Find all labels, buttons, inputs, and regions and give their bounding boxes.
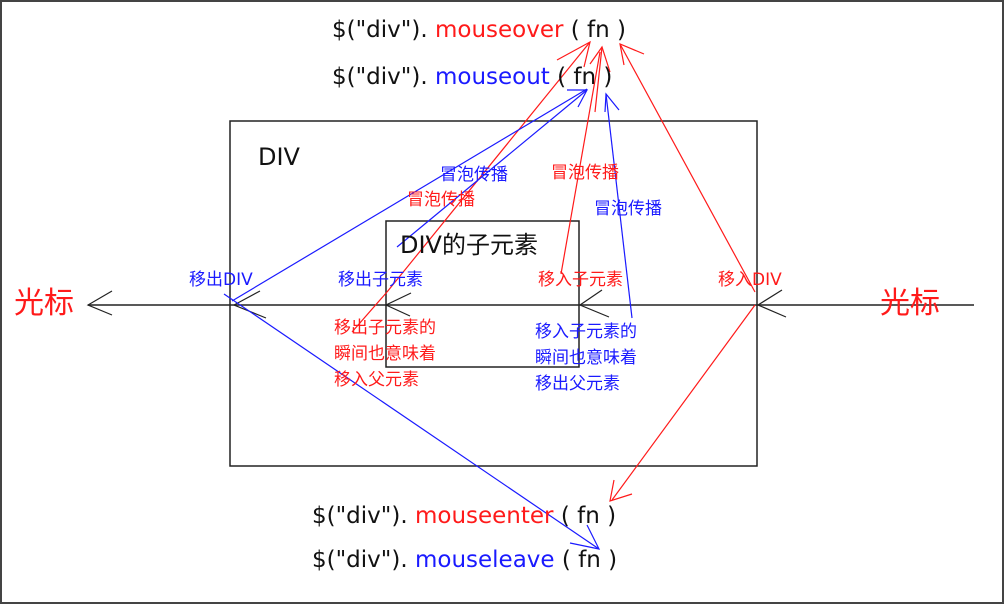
code-suffix: ( fn ) — [554, 547, 618, 573]
child-div-title: DIV的子元素 — [400, 231, 538, 259]
note-enter-child: 移入子元素的 瞬间也意味着 移出父元素 — [535, 322, 637, 394]
code-suffix: ( fn ) — [563, 17, 627, 43]
outer-div-title: DIV — [258, 143, 300, 171]
code-mouseover: $("div"). mouseover ( fn ) — [332, 19, 626, 42]
label-leave-div: 移出DIV — [189, 270, 253, 290]
bubble-label-blue-2: 冒泡传播 — [594, 199, 662, 219]
cursor-label-right: 光标 — [880, 286, 940, 321]
bubble-label-blue-1: 冒泡传播 — [440, 165, 508, 185]
code-prefix: $("div"). — [312, 547, 415, 573]
code-prefix: $("div"). — [332, 64, 435, 90]
method-mouseleave: mouseleave — [414, 547, 555, 573]
label-enter-div: 移入DIV — [718, 270, 782, 290]
code-suffix: ( fn ) — [553, 503, 617, 529]
label-enter-child: 移入子元素 — [538, 270, 623, 290]
code-mouseenter: $("div"). mouseenter ( fn ) — [312, 505, 616, 528]
blue-event-arrows — [223, 88, 633, 550]
code-prefix: $("div"). — [312, 503, 415, 529]
code-mouseleave: $("div"). mouseleave ( fn ) — [312, 549, 617, 572]
cursor-arrowheads — [86, 289, 787, 319]
code-suffix: ( fn ) — [549, 64, 613, 90]
code-mouseout: $("div"). mouseout ( fn ) — [332, 66, 612, 89]
outer-div-box — [229, 120, 758, 467]
code-prefix: $("div"). — [332, 17, 435, 43]
method-mouseout: mouseout — [434, 64, 550, 90]
bubble-label-red-1: 冒泡传播 — [407, 190, 475, 210]
method-mouseover: mouseover — [434, 17, 564, 43]
cursor-label-left: 光标 — [14, 286, 74, 321]
bubble-label-red-2: 冒泡传播 — [551, 163, 619, 183]
label-leave-child: 移出子元素 — [338, 270, 423, 290]
method-mouseenter: mouseenter — [414, 503, 554, 529]
note-leave-child: 移出子元素的 瞬间也意味着 移入父元素 — [334, 318, 436, 390]
red-event-arrows — [351, 40, 756, 502]
